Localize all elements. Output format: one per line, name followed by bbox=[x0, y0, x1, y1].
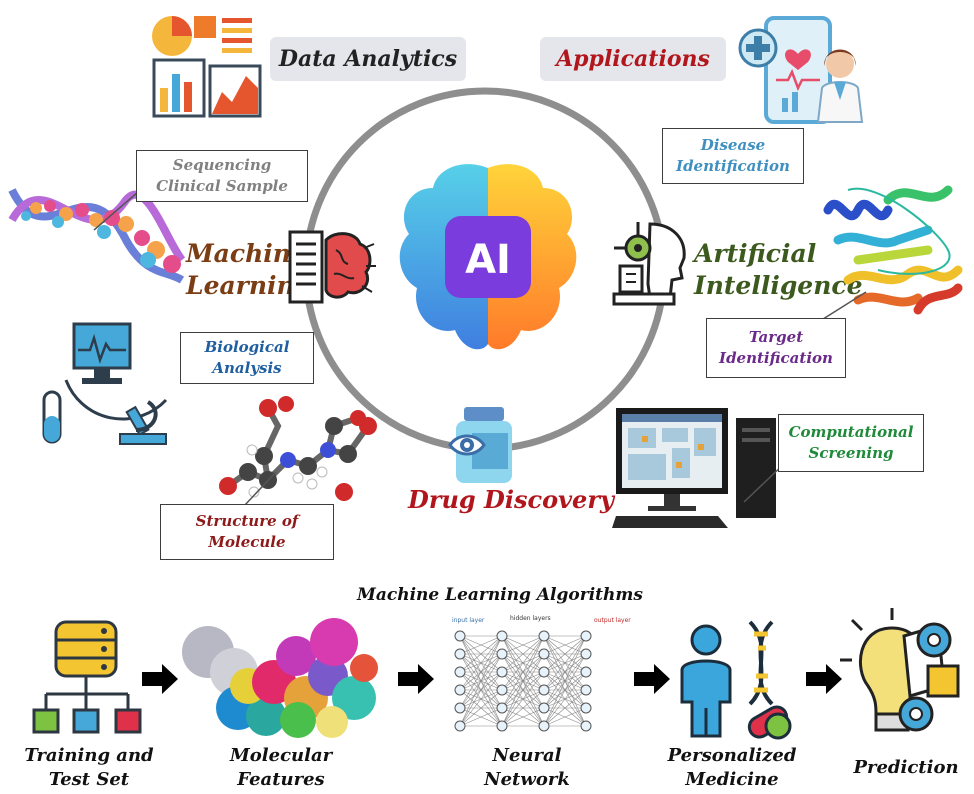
sequencing-callout: Sequencing Clinical Sample bbox=[136, 150, 308, 202]
arrow-icon bbox=[634, 664, 670, 694]
biological-analysis-callout: Biological Analysis bbox=[180, 332, 314, 384]
computer-screening-image bbox=[612, 408, 776, 528]
nn-connection bbox=[543, 635, 587, 709]
nn-node bbox=[454, 720, 466, 732]
nn-connection bbox=[543, 689, 587, 727]
nn-node bbox=[538, 630, 550, 642]
nn-connection bbox=[543, 635, 587, 727]
nn-node bbox=[580, 702, 592, 714]
arrow-icon bbox=[142, 664, 178, 694]
ai-label: AI bbox=[465, 237, 511, 283]
nn-connection bbox=[459, 689, 503, 727]
nn-input-layer-label: input layer bbox=[452, 617, 485, 624]
nn-node bbox=[496, 702, 508, 714]
pipeline-title: Machine Learning Algorithms bbox=[357, 585, 643, 605]
ai-robot-head-icon bbox=[612, 222, 686, 306]
nn-node bbox=[496, 666, 508, 678]
ai-brain-icon: AI bbox=[399, 164, 577, 350]
nn-output-layer-label: output layer bbox=[594, 617, 631, 624]
nn-node bbox=[538, 720, 550, 732]
personalized-medicine-icon bbox=[680, 620, 792, 740]
nn-connection bbox=[501, 635, 545, 727]
nn-connection bbox=[501, 689, 545, 727]
nn-connection bbox=[501, 635, 545, 673]
nn-node bbox=[454, 630, 466, 642]
step-label-molecular: Molecular Features bbox=[229, 745, 333, 790]
nn-connection bbox=[459, 635, 503, 655]
nn-node bbox=[580, 684, 592, 696]
drug-discovery-label: Drug Discovery bbox=[408, 485, 614, 514]
nn-node bbox=[538, 684, 550, 696]
sequencing-callout-line bbox=[93, 191, 139, 231]
database-icon bbox=[32, 620, 142, 734]
step-label-neural: Neural Network bbox=[484, 745, 570, 790]
ml-brain-document-icon bbox=[288, 230, 376, 304]
nn-connection bbox=[543, 653, 587, 727]
medical-app-icon bbox=[738, 16, 864, 124]
nn-node bbox=[496, 630, 508, 642]
nn-connection bbox=[543, 707, 587, 727]
nn-node bbox=[538, 666, 550, 678]
nn-node bbox=[580, 720, 592, 732]
arrow-icon bbox=[806, 664, 842, 694]
protein-structure-image bbox=[823, 185, 963, 315]
nn-node bbox=[496, 648, 508, 660]
nn-connection bbox=[459, 707, 503, 727]
data-analytics-icon bbox=[152, 16, 262, 118]
nn-connection bbox=[459, 635, 503, 709]
computational-screening-callout: Computational Screening bbox=[778, 414, 924, 472]
molecule-structure-image bbox=[219, 396, 377, 501]
nn-connection bbox=[543, 635, 587, 655]
step-label-prediction: Prediction bbox=[853, 757, 959, 778]
nn-connection bbox=[459, 653, 503, 727]
nn-connection bbox=[459, 635, 503, 691]
nn-node bbox=[580, 630, 592, 642]
nn-node bbox=[496, 720, 508, 732]
nn-node bbox=[454, 666, 466, 678]
nn-node bbox=[538, 702, 550, 714]
step-label-training: Training and Test Set bbox=[24, 745, 154, 790]
artificial-intelligence-label: Artificial Intelligence bbox=[694, 239, 863, 300]
nn-node bbox=[538, 648, 550, 660]
nn-hidden-layers-label: hidden layers bbox=[510, 615, 551, 622]
applications-pill: Applications bbox=[540, 37, 726, 81]
nn-connection bbox=[501, 707, 545, 727]
nn-node bbox=[454, 702, 466, 714]
drug-bottle-icon bbox=[448, 407, 512, 483]
nn-connection bbox=[459, 671, 503, 727]
disease-identification-callout: Disease Identification bbox=[662, 128, 804, 184]
molecular-features-image bbox=[182, 618, 378, 738]
step-label-personalized: Personalized Medicine bbox=[667, 745, 797, 790]
neural-network-diagram: input layer hidden layers output layer bbox=[452, 615, 631, 732]
nn-connection bbox=[501, 635, 545, 655]
nn-node bbox=[454, 684, 466, 696]
nn-connection bbox=[543, 671, 587, 727]
nn-connection bbox=[543, 635, 587, 691]
structure-callout-line bbox=[243, 471, 277, 507]
biological-analysis-icon bbox=[42, 322, 168, 445]
nn-node bbox=[454, 648, 466, 660]
nn-connection bbox=[501, 671, 545, 727]
nn-connection bbox=[459, 635, 503, 727]
nn-connection bbox=[501, 635, 545, 709]
arrow-icon bbox=[398, 664, 434, 694]
nn-connection bbox=[501, 653, 545, 727]
data-analytics-pill: Data Analytics bbox=[270, 37, 466, 81]
nn-node bbox=[580, 666, 592, 678]
structure-callout: Structure of Molecule bbox=[160, 504, 334, 560]
nn-connection bbox=[459, 635, 503, 673]
nn-connection bbox=[501, 635, 545, 691]
nn-node bbox=[496, 684, 508, 696]
prediction-icon bbox=[840, 608, 960, 732]
nn-connection bbox=[543, 635, 587, 673]
nn-node bbox=[580, 648, 592, 660]
target-identification-callout: Target Identification bbox=[706, 318, 846, 378]
